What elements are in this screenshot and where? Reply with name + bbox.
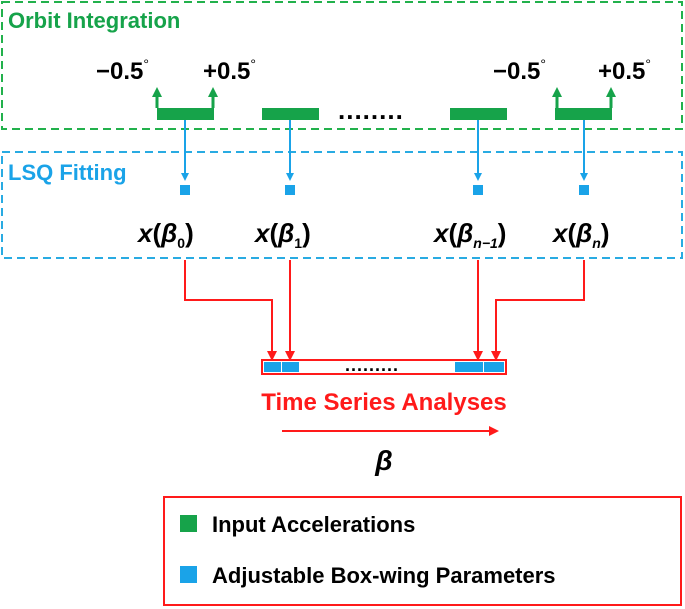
green-square-icon: [180, 515, 197, 532]
time-series-segment-0: [264, 362, 281, 372]
legend-item-input-accelerations: Input Accelerations: [212, 512, 415, 537]
legend-item-box-wing-parameters: Adjustable Box-wing Parameters: [212, 563, 556, 588]
param-square-0: [180, 185, 190, 195]
time-series-title: Time Series Analyses: [261, 389, 506, 416]
lsq-fitting-title: LSQ Fitting: [8, 160, 127, 185]
left-plus-label: +0.5°: [203, 56, 256, 85]
x-beta-0-label: x(β0): [136, 218, 194, 251]
right-plus-label: +0.5°: [598, 56, 651, 85]
param-square-1: [285, 185, 295, 195]
right-minus-label: −0.5°: [493, 56, 546, 85]
red-connector-0: [184, 260, 277, 361]
x-beta-n1-label: x(βn−1): [432, 218, 506, 251]
time-series-segment-n1: [455, 362, 483, 372]
x-beta-1-label: x(β1): [253, 218, 311, 251]
accel-bar-1: [262, 108, 319, 120]
param-square-n1: [473, 185, 483, 195]
accel-bar-n1: [450, 108, 507, 120]
orbit-integration-title: Orbit Integration: [8, 8, 180, 33]
beta-axis-label: β: [374, 445, 392, 476]
orbit-ellipsis: ........: [338, 95, 404, 125]
time-series-segment-n: [484, 362, 504, 372]
time-series-bar: [261, 359, 507, 375]
param-square-n: [579, 185, 589, 195]
time-series-ellipsis: .........: [345, 355, 399, 375]
accel-bar-0: [157, 108, 214, 120]
legend-box: [163, 496, 682, 606]
red-connector-n: [491, 260, 585, 361]
blue-square-icon: [180, 566, 197, 583]
left-minus-label: −0.5°: [96, 56, 149, 85]
time-series-segment-1: [282, 362, 299, 372]
accel-bar-n: [555, 108, 612, 120]
orbit-integration-box: [1, 1, 683, 130]
x-beta-n-label: x(βn): [551, 218, 610, 251]
lsq-fitting-box: [1, 151, 683, 259]
